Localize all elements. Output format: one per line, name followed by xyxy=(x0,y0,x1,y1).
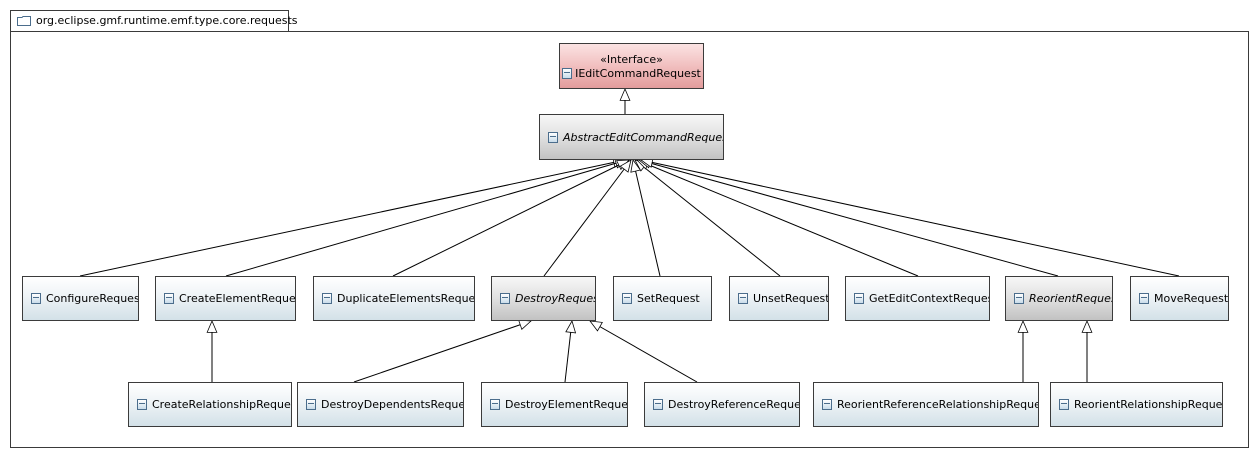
class-icon xyxy=(622,293,632,304)
class-DestroyElementRequest[interactable]: DestroyElementRequest xyxy=(481,382,628,427)
interface-IEditCommandRequest[interactable]: «Interface» IEditCommandRequest xyxy=(559,43,704,89)
class-name: MoveRequest xyxy=(1154,292,1229,305)
class-name: SetRequest xyxy=(637,292,700,305)
edge-configure xyxy=(79,157,626,277)
edge-destroy-element xyxy=(564,320,577,383)
edge-destroy-reference xyxy=(589,320,698,383)
edge-destroy xyxy=(543,159,632,277)
class-DestroyReferenceRequest[interactable]: DestroyReferenceRequest xyxy=(644,382,800,427)
class-icon xyxy=(490,399,500,410)
interface-name: IEditCommandRequest xyxy=(575,66,701,80)
interface-stereotype: «Interface» xyxy=(600,52,663,66)
class-icon xyxy=(1059,399,1069,410)
edge-destroy-dependents xyxy=(353,319,532,383)
class-icon xyxy=(500,293,510,304)
edge-reorient xyxy=(638,157,1059,277)
class-name: ReorientReferenceRelationshipRequest xyxy=(837,398,1039,411)
class-GetEditContextRequest[interactable]: GetEditContextRequest xyxy=(845,276,990,321)
class-icon xyxy=(738,293,748,304)
class-SetRequest[interactable]: SetRequest xyxy=(613,276,712,321)
class-AbstractEditCommandRequest[interactable]: AbstractEditCommandRequest xyxy=(539,114,724,160)
edge-create-element xyxy=(225,158,628,277)
class-name: DestroyReferenceRequest xyxy=(668,398,800,411)
class-icon xyxy=(306,399,316,410)
class-DestroyDependentsRequest[interactable]: DestroyDependentsRequest xyxy=(297,382,464,427)
class-icon xyxy=(164,293,174,304)
class-icon xyxy=(854,293,864,304)
class-CreateElementRequest[interactable]: CreateElementRequest xyxy=(155,276,296,321)
class-MoveRequest[interactable]: MoveRequest xyxy=(1130,276,1229,321)
class-icon xyxy=(31,293,41,304)
package-name: org.eclipse.gmf.runtime.emf.type.core.re… xyxy=(36,14,298,27)
package-folder-icon xyxy=(17,16,31,26)
interface-icon xyxy=(562,67,573,79)
edge-get-edit-context xyxy=(636,159,919,277)
class-ReorientReferenceRelationshipRequest[interactable]: ReorientReferenceRelationshipRequest xyxy=(813,382,1039,427)
class-icon xyxy=(137,399,147,410)
package-tab[interactable]: org.eclipse.gmf.runtime.emf.type.core.re… xyxy=(10,10,298,32)
class-name: CreateRelationshipRequest xyxy=(152,398,292,411)
class-name: ReorientRequest xyxy=(1029,292,1113,305)
class-icon xyxy=(822,399,832,410)
class-icon xyxy=(1139,293,1149,304)
class-DuplicateElementsRequest[interactable]: DuplicateElementsRequest xyxy=(313,276,475,321)
class-name: CreateElementRequest xyxy=(179,292,296,305)
class-name: GetEditContextRequest xyxy=(869,292,990,305)
class-icon xyxy=(548,131,558,143)
class-icon xyxy=(1014,293,1024,304)
class-name: DuplicateElementsRequest xyxy=(337,292,475,305)
class-UnsetRequest[interactable]: UnsetRequest xyxy=(729,276,829,321)
class-name: DestroyRequest xyxy=(515,292,596,305)
class-CreateRelationshipRequest[interactable]: CreateRelationshipRequest xyxy=(128,382,292,427)
class-icon xyxy=(322,293,332,304)
class-name: AbstractEditCommandRequest xyxy=(563,130,724,144)
class-ConfigureRequest[interactable]: ConfigureRequest xyxy=(22,276,139,321)
edge-set xyxy=(630,159,661,277)
edge-duplicate-elements xyxy=(392,159,630,277)
class-ReorientRelationshipRequest[interactable]: ReorientRelationshipRequest xyxy=(1050,382,1223,427)
class-ReorientRequest[interactable]: ReorientRequest xyxy=(1005,276,1113,321)
class-icon xyxy=(653,399,663,410)
edge-move xyxy=(640,157,1180,277)
class-name: UnsetRequest xyxy=(753,292,829,305)
class-name: ConfigureRequest xyxy=(46,292,139,305)
class-name: DestroyElementRequest xyxy=(505,398,628,411)
class-DestroyRequest[interactable]: DestroyRequest xyxy=(491,276,596,321)
edge-unset xyxy=(634,159,781,277)
class-name: ReorientRelationshipRequest xyxy=(1074,398,1223,411)
class-name: DestroyDependentsRequest xyxy=(321,398,464,411)
